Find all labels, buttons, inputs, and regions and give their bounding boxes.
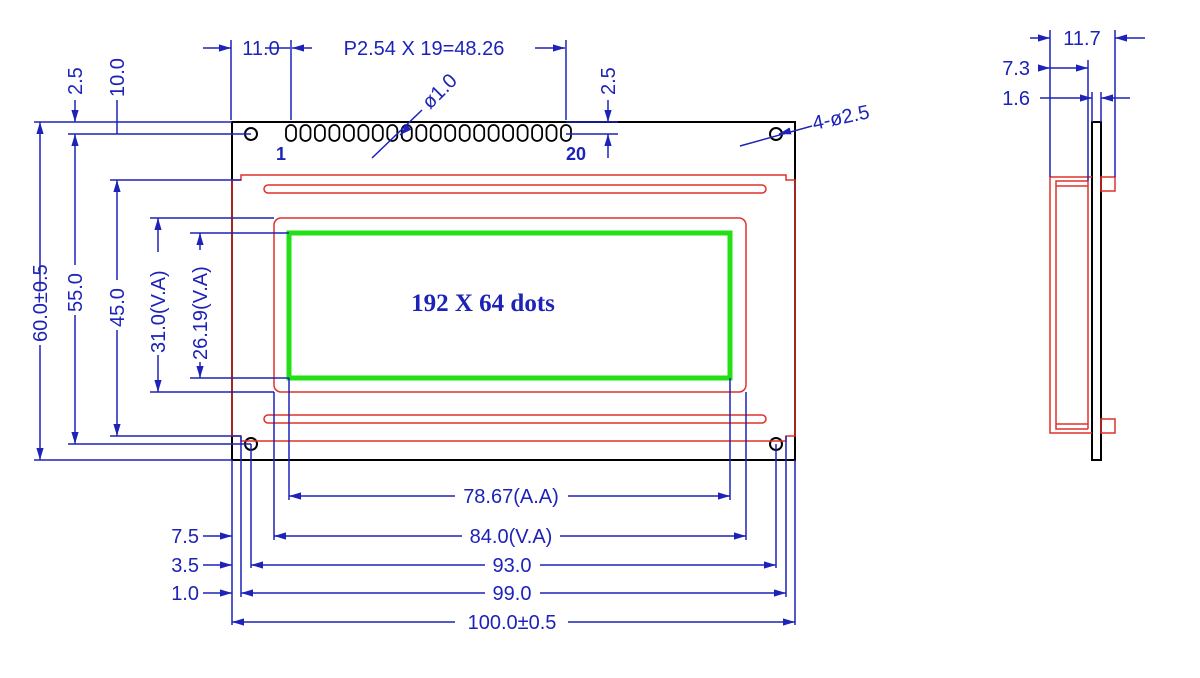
pin-pad [357,124,370,142]
dim-height-45: 45.0 [107,288,129,327]
dimensions [34,40,813,626]
dim-offset-7-5: 7.5 [171,526,199,548]
dim-height-60: 60.0±0.5 [30,264,52,342]
active-area [286,230,733,381]
dim-width-va: 84.0(V.A) [470,526,553,548]
dim-width-99: 99.0 [493,583,532,605]
pin-pad [516,124,529,142]
side-view: 11.7 7.3 1.6 [1002,28,1145,461]
pin-pad [285,124,297,142]
dim-right-2-5: 2.5 [598,67,620,95]
side-pcb [1091,121,1102,461]
pin-pad [487,124,500,142]
dim-left-10-0: 10.0 [107,58,129,97]
pin-pad [502,124,515,142]
pin-pad [560,124,572,142]
dim-width-93: 93.0 [493,555,532,577]
dim-pin-hole: ø1.0 [418,70,462,114]
dim-width-aa: 78.67(A.A) [463,486,559,508]
pin-pad [342,124,355,142]
dim-offset-1-0: 1.0 [171,583,199,605]
dim-height-31-va: 31.0(V.A) [148,270,170,353]
pin-pad [531,124,543,142]
dim-height-55: 55.0 [65,273,87,312]
pin-pad [299,124,312,142]
pin-pad [313,124,326,142]
pin-number-last: 20 [566,144,586,164]
pin-pad [328,124,341,142]
pin-pad [415,124,428,142]
pin-pad [444,124,457,142]
dim-height-26-19-va: 26.19(V.A) [190,266,212,360]
display-resolution-label: 192 X 64 dots [411,290,555,317]
pin-pad [473,124,486,142]
bezel [231,174,796,442]
dim-offset-3-5: 3.5 [171,555,199,577]
pin-number-first: 1 [276,144,286,164]
dim-pin-offset: 11.0 [242,38,279,60]
pin-pad [371,124,384,142]
front-view: 192 X 64 dots 1 20 [231,121,796,461]
dim-width-100: 100.0±0.5 [468,612,557,634]
side-dim-7-3: 7.3 [1002,58,1030,80]
side-dim-11-7: 11.7 [1063,28,1100,50]
pin-pad [429,124,442,142]
dim-left-2-5: 2.5 [65,67,87,95]
side-dim-1-6: 1.6 [1002,88,1030,110]
dim-mount-holes: 4-ø2.5 [810,101,871,135]
pin-pad [458,124,471,142]
pin-pad [545,124,558,142]
pin-header [285,124,572,142]
dim-pin-pitch: P2.54 X 19=48.26 [344,38,505,60]
